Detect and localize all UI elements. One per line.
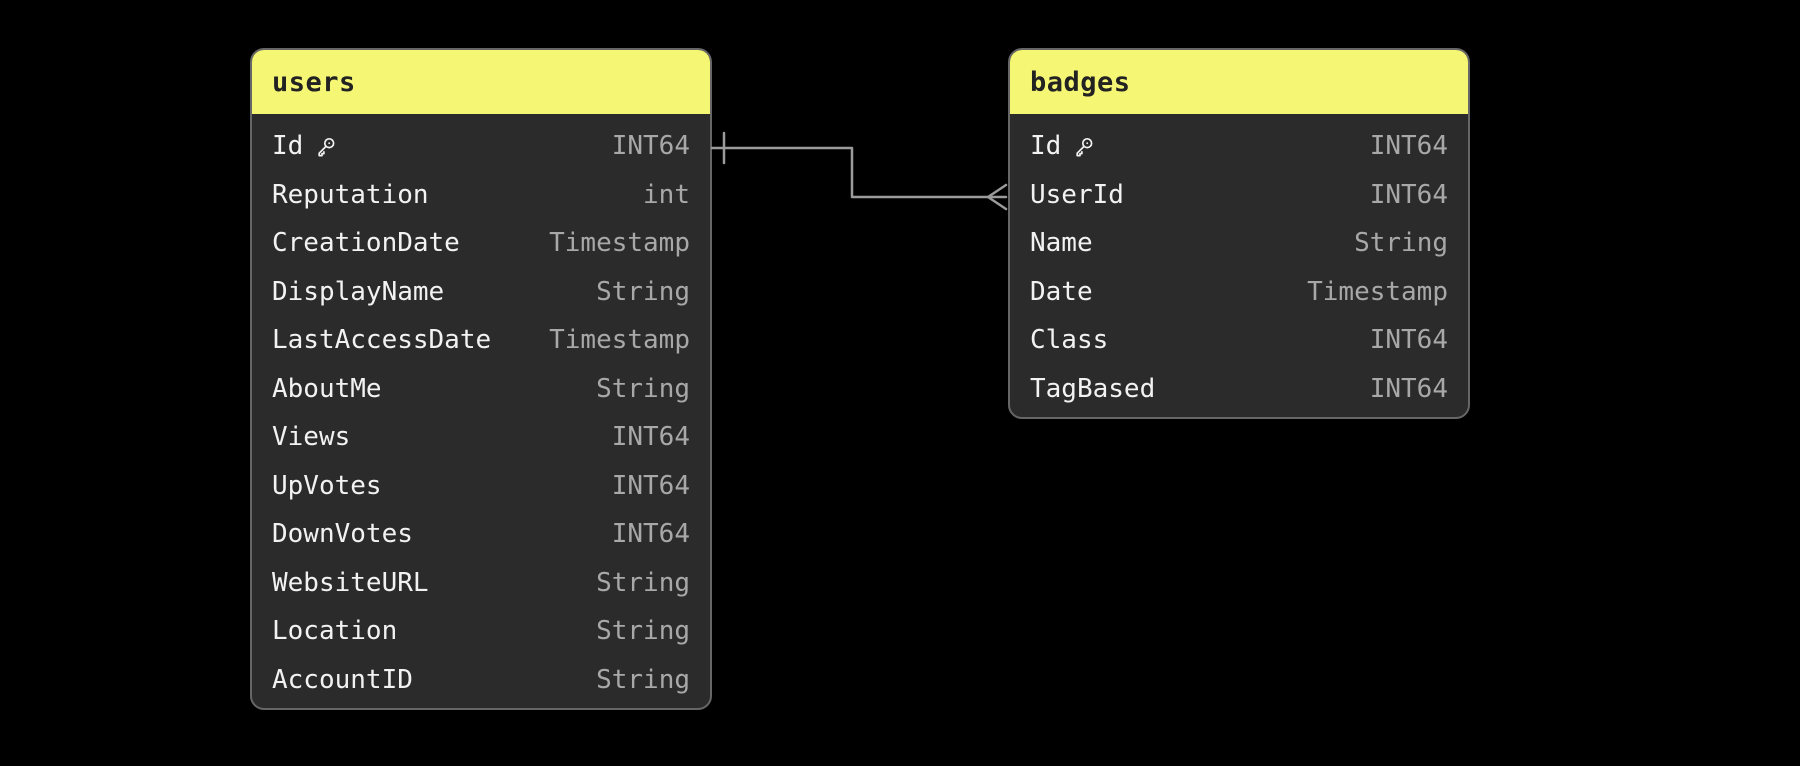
field-name: Views: [272, 422, 351, 453]
table-badges-title: badges: [1030, 66, 1131, 98]
field-name: LastAccessDate: [272, 325, 492, 356]
table-row-users-upvotes[interactable]: UpVotes INT64: [252, 462, 710, 511]
table-row-badges-tagbased[interactable]: TagBased INT64: [1010, 365, 1468, 414]
table-row-users-views[interactable]: Views INT64: [252, 413, 710, 462]
field-name: UpVotes: [272, 470, 382, 501]
table-row-users-websiteurl[interactable]: WebsiteURL String: [252, 559, 710, 608]
field-type: String: [596, 664, 690, 695]
table-row-badges-class[interactable]: Class INT64: [1010, 316, 1468, 365]
field-type: String: [596, 616, 690, 647]
field-type: INT64: [611, 519, 690, 550]
table-row-badges-date[interactable]: Date Timestamp: [1010, 268, 1468, 317]
field-name: Reputation: [272, 179, 429, 210]
field-type: INT64: [611, 422, 690, 453]
table-row-users-accountid[interactable]: AccountID String: [252, 656, 710, 705]
table-users-rows: Id INT64 Reputation int CreationDate Tim…: [252, 114, 710, 708]
table-users-title: users: [272, 66, 356, 98]
field-name: DownVotes: [272, 519, 413, 550]
field-name: TagBased: [1030, 373, 1156, 404]
table-row-users-id[interactable]: Id INT64: [252, 122, 710, 171]
field-type: INT64: [1369, 131, 1448, 162]
connector-line[interactable]: [712, 148, 1006, 197]
table-row-users-creationdate[interactable]: CreationDate Timestamp: [252, 219, 710, 268]
field-name: CreationDate: [272, 228, 460, 259]
primary-key-icon: [1076, 138, 1093, 157]
field-name: Class: [1030, 325, 1109, 356]
field-type: INT64: [1369, 325, 1448, 356]
field-type: INT64: [1369, 373, 1448, 404]
cardinality-many-chevron: [988, 185, 1006, 209]
field-name: WebsiteURL: [272, 567, 429, 598]
table-row-badges-userid[interactable]: UserId INT64: [1010, 171, 1468, 220]
table-row-users-downvotes[interactable]: DownVotes INT64: [252, 510, 710, 559]
field-name: AccountID: [272, 664, 413, 695]
field-name: Name: [1030, 228, 1093, 259]
field-name: Location: [272, 616, 398, 647]
field-type: int: [643, 179, 690, 210]
field-type: String: [596, 567, 690, 598]
field-type: INT64: [611, 131, 690, 162]
field-type: String: [596, 276, 690, 307]
table-badges-rows: Id INT64 UserId INT64 Name String Date T…: [1010, 114, 1468, 417]
field-type: INT64: [611, 470, 690, 501]
field-name: UserId: [1030, 179, 1124, 210]
field-type: String: [596, 373, 690, 404]
table-row-users-displayname[interactable]: DisplayName String: [252, 268, 710, 317]
table-users-header[interactable]: users: [252, 50, 710, 114]
field-type: Timestamp: [549, 325, 690, 356]
field-name: Date: [1030, 276, 1093, 307]
table-badges-header[interactable]: badges: [1010, 50, 1468, 114]
field-type: Timestamp: [549, 228, 690, 259]
primary-key-icon: [318, 138, 335, 157]
field-name: Id: [1030, 131, 1096, 161]
table-row-users-location[interactable]: Location String: [252, 607, 710, 656]
field-type: Timestamp: [1307, 276, 1448, 307]
table-badges[interactable]: badges Id INT64 UserId INT64 Name String…: [1008, 48, 1470, 419]
field-type: String: [1354, 228, 1448, 259]
table-row-users-aboutme[interactable]: AboutMe String: [252, 365, 710, 414]
table-row-users-lastaccessdate[interactable]: LastAccessDate Timestamp: [252, 316, 710, 365]
table-users[interactable]: users Id INT64 Reputation int CreationDa…: [250, 48, 712, 710]
field-name: DisplayName: [272, 276, 445, 307]
table-row-users-reputation[interactable]: Reputation int: [252, 171, 710, 220]
field-name: Id: [272, 131, 338, 161]
table-row-badges-name[interactable]: Name String: [1010, 219, 1468, 268]
field-name: AboutMe: [272, 373, 382, 404]
table-row-badges-id[interactable]: Id INT64: [1010, 122, 1468, 171]
field-type: INT64: [1369, 179, 1448, 210]
